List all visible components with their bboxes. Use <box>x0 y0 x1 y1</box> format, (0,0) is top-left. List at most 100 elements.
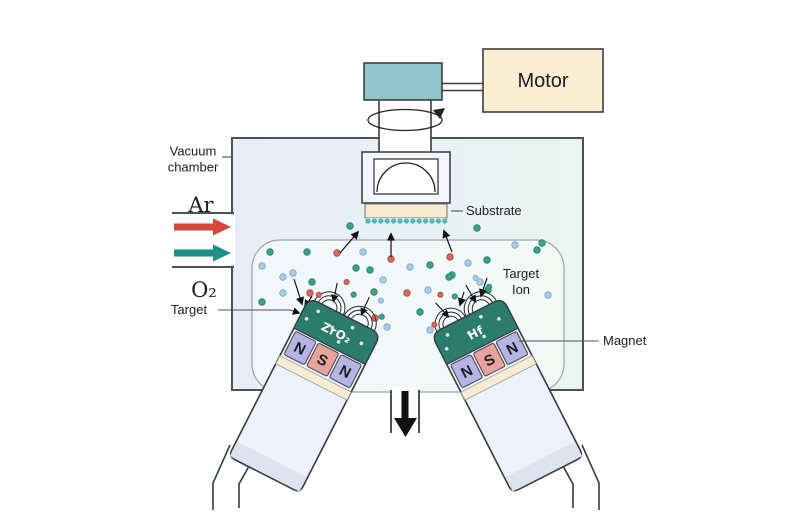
ion-trajectory-arrows <box>293 229 488 309</box>
target-ion-label: Ion <box>512 282 530 297</box>
ion-arrow <box>442 229 453 253</box>
pump-arrow-head <box>394 418 417 437</box>
target-band <box>433 300 519 366</box>
blue-particle <box>258 262 266 270</box>
blue-particle <box>379 276 387 284</box>
blue-particle <box>289 269 297 277</box>
shaft-mask <box>379 100 431 153</box>
magnet-label: Magnet <box>603 333 647 348</box>
blue-particle <box>511 241 519 249</box>
film-dot <box>435 218 441 224</box>
teal-particle <box>483 256 491 264</box>
substrate-bar <box>364 203 448 219</box>
red-particle <box>403 289 411 297</box>
magnet-n <box>450 354 483 388</box>
magnet-s <box>306 342 339 377</box>
teal-particle <box>445 273 453 281</box>
film-dot <box>378 218 384 224</box>
red-particle <box>333 249 341 257</box>
holder-window <box>373 158 439 195</box>
motor-box <box>482 48 604 113</box>
o2-flow-arrow <box>174 244 231 262</box>
vacuum-chamber-label: chamber <box>168 160 219 175</box>
ar-gas-label: Ar <box>187 193 214 217</box>
blue-plume-dot <box>377 297 384 304</box>
rotation-ellipse <box>367 108 443 132</box>
film-dot <box>397 218 403 224</box>
teal-plume-dot <box>451 293 458 300</box>
teal-plume-dot <box>378 313 385 320</box>
blue-particle <box>424 286 432 294</box>
red-plume-dot <box>315 291 322 298</box>
vacuum-chamber-label: Vacuum <box>170 144 217 159</box>
left-sputter-gun: ZrO₂ N S N <box>229 278 385 492</box>
teal-particle <box>538 239 546 247</box>
red-plume-dot <box>343 278 350 286</box>
teal-particle <box>258 298 266 306</box>
teal-particle <box>533 246 541 254</box>
teal-particle <box>416 308 424 316</box>
red-plume-dot <box>437 291 444 298</box>
right-gun-leg <box>581 444 600 510</box>
o2-gas-label: O₂ <box>191 278 217 302</box>
gun-insulator-stripe <box>275 355 352 401</box>
teal-particle <box>426 261 434 269</box>
film-dot <box>384 218 390 224</box>
band-sparkle-dot <box>359 341 364 346</box>
teal-particle <box>370 288 378 296</box>
blue-particle <box>426 326 434 334</box>
plume-tick-arrow <box>435 302 450 318</box>
film-dot <box>416 218 422 224</box>
band-sparkle-dot <box>336 340 341 344</box>
substrate-label: Substrate <box>466 203 522 218</box>
blue-particle <box>279 273 287 281</box>
plume-tick-arrow <box>465 284 477 303</box>
blue-particle <box>464 259 472 267</box>
red-particle <box>306 289 314 297</box>
magnet-s <box>473 342 506 377</box>
film-dot <box>429 218 435 224</box>
band-sparkle-dot <box>445 333 450 337</box>
film-dot <box>410 218 416 224</box>
teal-particle <box>366 266 374 274</box>
inlet-wall-gap <box>228 214 235 266</box>
film-dot <box>423 218 429 224</box>
ion-arrow <box>479 277 488 298</box>
teal-particle <box>473 224 481 232</box>
blue-particle <box>476 278 484 286</box>
teal-plume-dot <box>350 291 357 298</box>
band-sparkle-dot <box>316 309 321 314</box>
blue-particle <box>359 248 367 256</box>
ion-arrow <box>457 291 466 307</box>
magnet-n <box>495 331 528 365</box>
plume-tick-arrow <box>330 282 339 303</box>
teal-particle <box>303 248 311 256</box>
growing-film-dots <box>365 218 448 224</box>
teal-particle <box>266 248 274 256</box>
left-gun-leg <box>212 444 231 510</box>
exhaust-wall-gap <box>390 387 420 393</box>
gun-insulator-stripe <box>460 355 537 401</box>
motor-label: Motor <box>517 70 568 92</box>
target-label: Target <box>171 302 208 317</box>
magnet-n <box>284 331 317 365</box>
film-dot <box>403 218 409 224</box>
band-sparkle-dot <box>467 331 471 335</box>
band-sparkle-dot <box>496 317 501 321</box>
band-sparkle-dot <box>444 347 449 351</box>
holder-dome <box>376 162 436 193</box>
target-pointer <box>218 307 301 315</box>
target-material-label: Hf <box>465 323 486 343</box>
red-plume-dot <box>431 321 438 328</box>
gun-end-cap <box>505 441 583 492</box>
film-dot <box>391 218 397 224</box>
blue-particle <box>544 291 552 299</box>
right-sputter-gun: Hf N S N <box>431 274 583 492</box>
ion-arrow <box>339 230 360 254</box>
teal-particle <box>346 222 354 230</box>
band-sparkle-dot <box>304 317 309 321</box>
target-ion-label: Target <box>503 266 540 281</box>
band-sparkle-dot <box>482 334 486 339</box>
ion-arrow <box>293 278 304 306</box>
